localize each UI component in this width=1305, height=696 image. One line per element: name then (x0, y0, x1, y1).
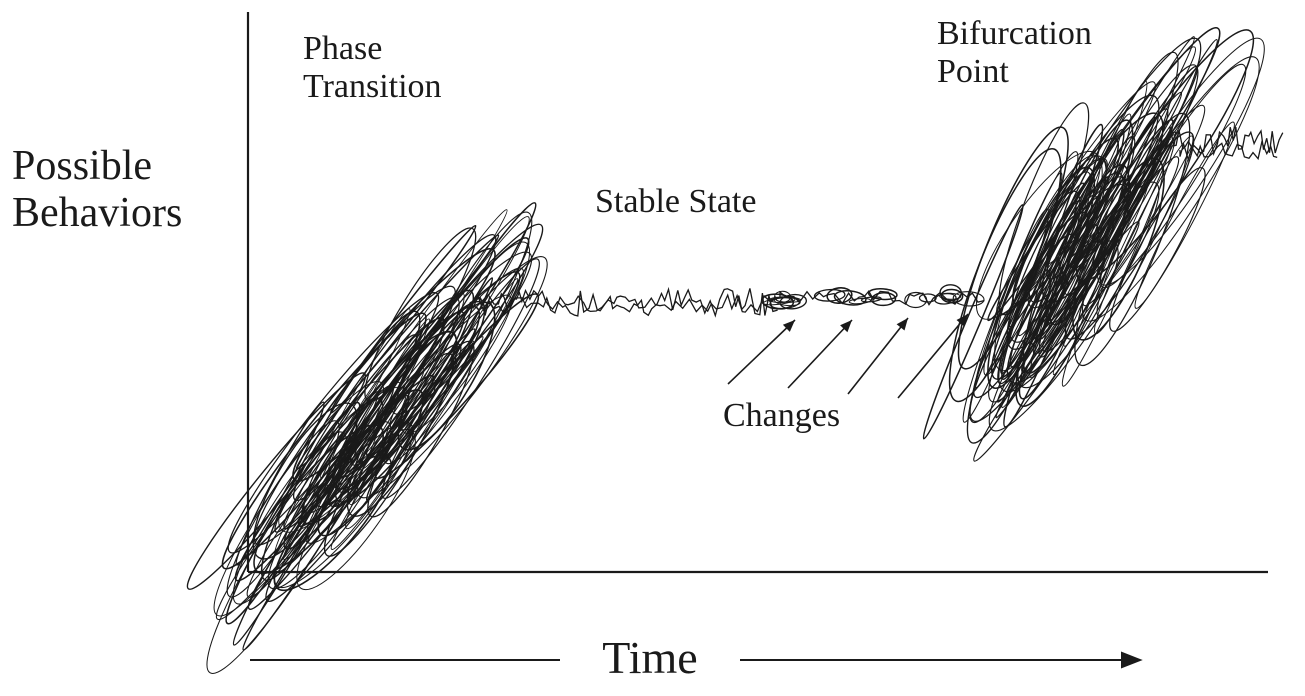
change-arrows (727, 313, 969, 399)
phase-transition-scribble-loop (382, 211, 533, 465)
change-arrowhead (896, 318, 908, 331)
bifurcation-scribble-loop (1063, 64, 1199, 296)
changes-label: Changes (723, 397, 841, 434)
phase-transition-scribble-loop (295, 234, 500, 470)
bifurcation-scribble-loop (988, 181, 1160, 432)
change-arrowhead (840, 320, 852, 333)
bifurcation-scribble-loop (997, 199, 1084, 385)
stable-change-loops-loop (870, 292, 897, 307)
stable-change-loops-loop (939, 292, 962, 300)
change-arrow (847, 317, 909, 395)
change-arrowhead (782, 320, 795, 332)
change-arrowhead (956, 314, 968, 327)
bifurcation-scribble-loop (1042, 104, 1206, 353)
stable-change-loops-loop (867, 287, 898, 301)
stable-change-loops-loop (833, 290, 867, 306)
stable-change-loops-loop (860, 296, 882, 303)
bifurcation-scribble-loop (1061, 134, 1176, 387)
time-arrow (250, 651, 1143, 669)
bifurcation-scribble-loop (1008, 173, 1095, 328)
phase-transition-scribble-loop (352, 328, 476, 484)
time-arrowhead (1121, 651, 1143, 669)
stable-change-loops-loop (904, 291, 928, 309)
x-axis-label: Time (560, 632, 740, 684)
bifurcation-scribble-loop (973, 221, 1140, 462)
change-arrow (787, 319, 853, 389)
stable-change-loops-loop (848, 297, 872, 305)
phase-transition-label: Phase Transition (303, 30, 442, 106)
phase-transition-scribble-loop (305, 294, 512, 544)
phase-transition-scribble-loop (227, 292, 440, 554)
bifurcation-scribble-loop (1017, 240, 1119, 389)
axes (246, 12, 1268, 574)
bifurcation-scribble-loop (994, 154, 1103, 372)
bifurcation-scribble-loop (922, 204, 1024, 440)
phase-transition-scribble-loop (303, 296, 460, 514)
stable-change-loops-loop (813, 288, 846, 302)
change-arrow (897, 313, 969, 399)
stable-state-label: Stable State (595, 183, 757, 220)
post-bifurcation-trail (1169, 126, 1284, 157)
stable-state-band-2 (479, 293, 777, 314)
phase-transition-scribble-loop (345, 379, 437, 530)
phase-transition-scribble-loop (365, 202, 537, 457)
stable-change-loops-loop (940, 288, 964, 304)
change-arrow (727, 319, 796, 385)
bifurcation-scribble-loop (1031, 131, 1177, 345)
bifurcation-scribble-loop (1000, 201, 1077, 375)
phase-transition-scribble-loop (206, 398, 384, 674)
phase-transition-scribble-loop (226, 420, 340, 598)
bifurcation-scribble-loop (1134, 121, 1235, 309)
post-bifurcation-trail-2 (1179, 140, 1278, 162)
stable-change-loops-loop (779, 293, 808, 310)
phase-transition-scribble-loop (330, 340, 475, 550)
bifurcation-scribble-loop (1053, 36, 1195, 284)
phase-transition-scribble-loop (329, 224, 477, 414)
bifurcation-scribble-loop (1075, 29, 1255, 282)
phase-transition-scribble-loop (186, 372, 367, 590)
bifurcation-scribble-loop (983, 151, 1079, 376)
bifurcation-scribble-loop (1022, 119, 1134, 374)
bifurcation-scribble-loop (973, 233, 1076, 399)
behavior-trajectory (186, 27, 1284, 674)
phase-transition-scribble-loop (274, 308, 411, 556)
phase-transition-scribble-loop (357, 256, 548, 499)
stable-state-band (469, 286, 778, 318)
bifurcation-scribble-loop (1096, 168, 1164, 316)
stable-change-loops-loop (918, 293, 937, 303)
y-axis-label: Possible Behaviors (12, 143, 183, 237)
phase-transition-scribble-loop (253, 285, 456, 546)
stable-change-loops-loop (769, 296, 801, 310)
bifurcation-point-label: Bifurcation Point (937, 15, 1092, 91)
bifurcation-scribble-loop (957, 126, 1069, 370)
